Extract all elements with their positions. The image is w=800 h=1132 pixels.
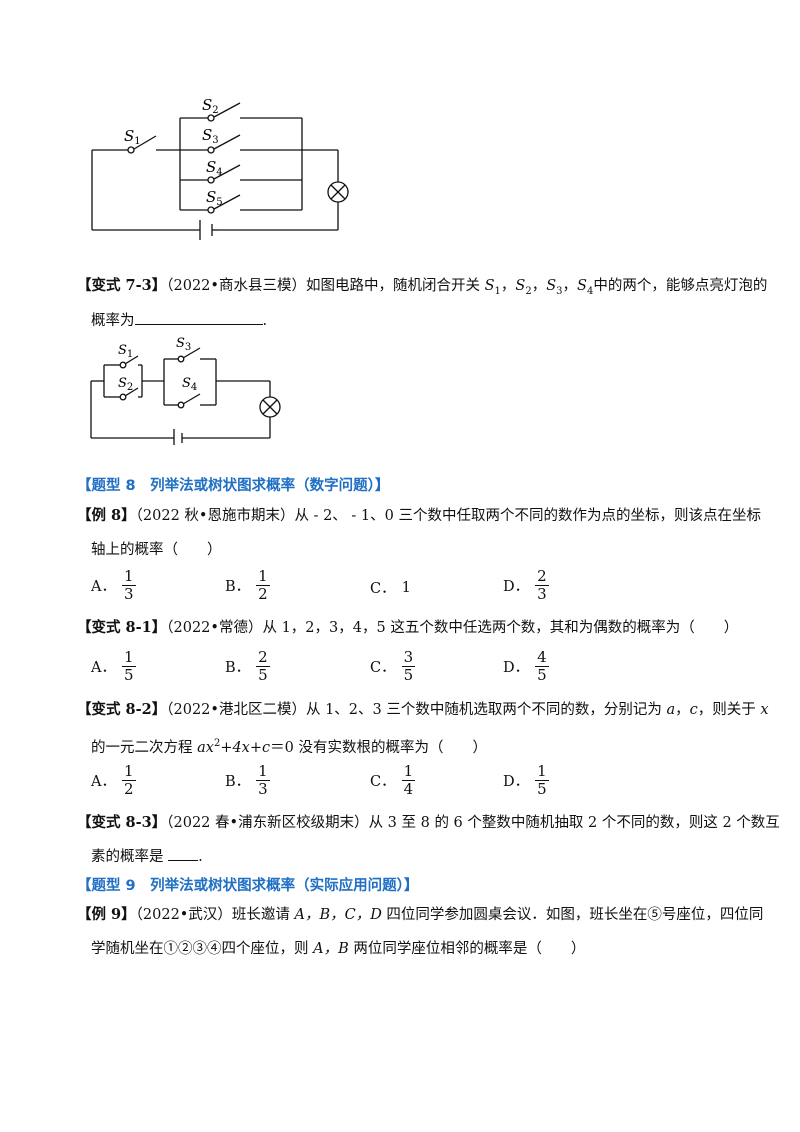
question-ex8-line1: 【例 8】（2022 秋•恩施市期末）从 - 2、 - 1、0 三个数中任取两个… — [77, 507, 761, 524]
answer-blank[interactable] — [168, 846, 199, 861]
circuit-diagram-1: S1 S2 S3 S4 S5 — [91, 96, 349, 240]
question-ex9-line1: 【例 9】（2022•武汉）班长邀请 A，B，C，D 四位同学参加圆桌会议．如图… — [77, 906, 764, 923]
label-s1: S1 — [124, 127, 141, 147]
answer-blank[interactable] — [134, 310, 263, 325]
circuit-diagram-2: S1 S2 S3 S4 — [90, 336, 281, 445]
option-c[interactable]: C． 1 — [370, 579, 411, 598]
question-v8-2-line1: 【变式 8-2】（2022•港北区二模）从 1、2、3 三个数中随机选取两个不同… — [77, 701, 769, 718]
label-s2: S2 — [118, 376, 133, 393]
question-ex9-line2: 学随机坐在①②③④四个座位，则 A，B 两位同学座位相邻的概率是（ ） — [91, 941, 586, 957]
label-s1: S1 — [118, 343, 133, 360]
question-v8-2-line2: 的一元二次方程 ax2+4x+c＝0 没有实数根的概率为（ ） — [91, 738, 487, 756]
section-heading-8: 【题型 8 列举法或树状图求概率（数字问题）】 — [77, 478, 390, 494]
label-s4: S4 — [206, 158, 223, 178]
label-s5: S5 — [206, 188, 223, 208]
question-v8-1-line1: 【变式 8-1】（2022•常德）从 1，2，3，4，5 这五个数中任选两个数，… — [77, 619, 739, 636]
question-v7-3-line2: 概率为. — [91, 310, 267, 331]
label-s2: S2 — [202, 96, 219, 116]
question-v7-3-line1: 【变式 7-3】（2022•商水县三模）如图电路中，随机闭合开关 S1，S2，S… — [77, 277, 768, 297]
label-s3: S3 — [202, 126, 219, 146]
label-s3: S3 — [176, 336, 191, 353]
label-s4: S4 — [182, 376, 197, 393]
question-v8-3-line2: 素的概率是 . — [91, 846, 203, 867]
section-heading-9: 【题型 9 列举法或树状图求概率（实际应用问题）】 — [77, 878, 419, 894]
question-v8-3-line1: 【变式 8-3】（2022 春•浦东新区校级期末）从 3 至 8 的 6 个整数… — [77, 814, 780, 831]
question-ex8-line2: 轴上的概率（ ） — [91, 542, 222, 558]
